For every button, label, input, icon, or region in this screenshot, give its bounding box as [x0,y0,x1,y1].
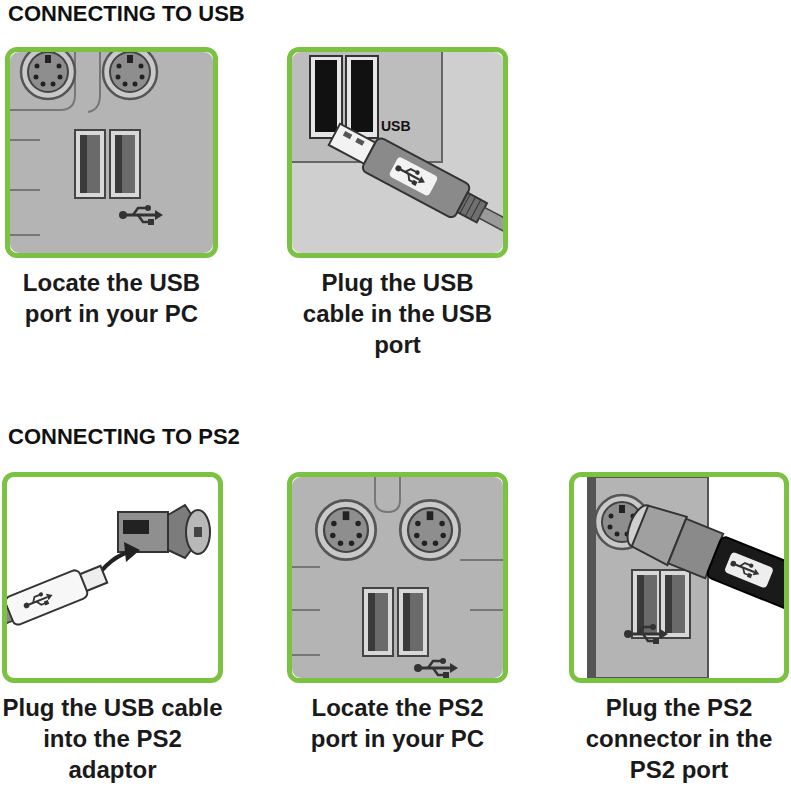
step-panel: Locate the USB port in your PC [5,47,218,258]
step-caption: Plug the PS2 connector in the PS2 port [573,692,785,785]
step-panel: Locate the PS2 port in your PC [287,472,508,683]
step-panel: Plug the PS2 connector in the PS2 port [569,472,789,683]
step-panel: Plug the USB cable into the PS2 adaptor [2,472,223,683]
step-caption: Plug the USB cable in the USB port [290,267,505,360]
section-heading: CONNECTING TO USB [8,0,245,28]
usb-plug [325,118,503,253]
section-heading: CONNECTING TO PS2 [8,423,240,451]
usb-plug [7,560,109,660]
ps2-connector [621,498,784,614]
step-caption: Locate the USB port in your PC [0,267,224,329]
step-caption: Locate the PS2 port in your PC [290,692,505,754]
step-panel: Plug the USB cable in the USB port [287,47,508,258]
port-label: USB [380,116,412,136]
step-caption: Plug the USB cable into the PS2 adaptor [0,692,227,785]
